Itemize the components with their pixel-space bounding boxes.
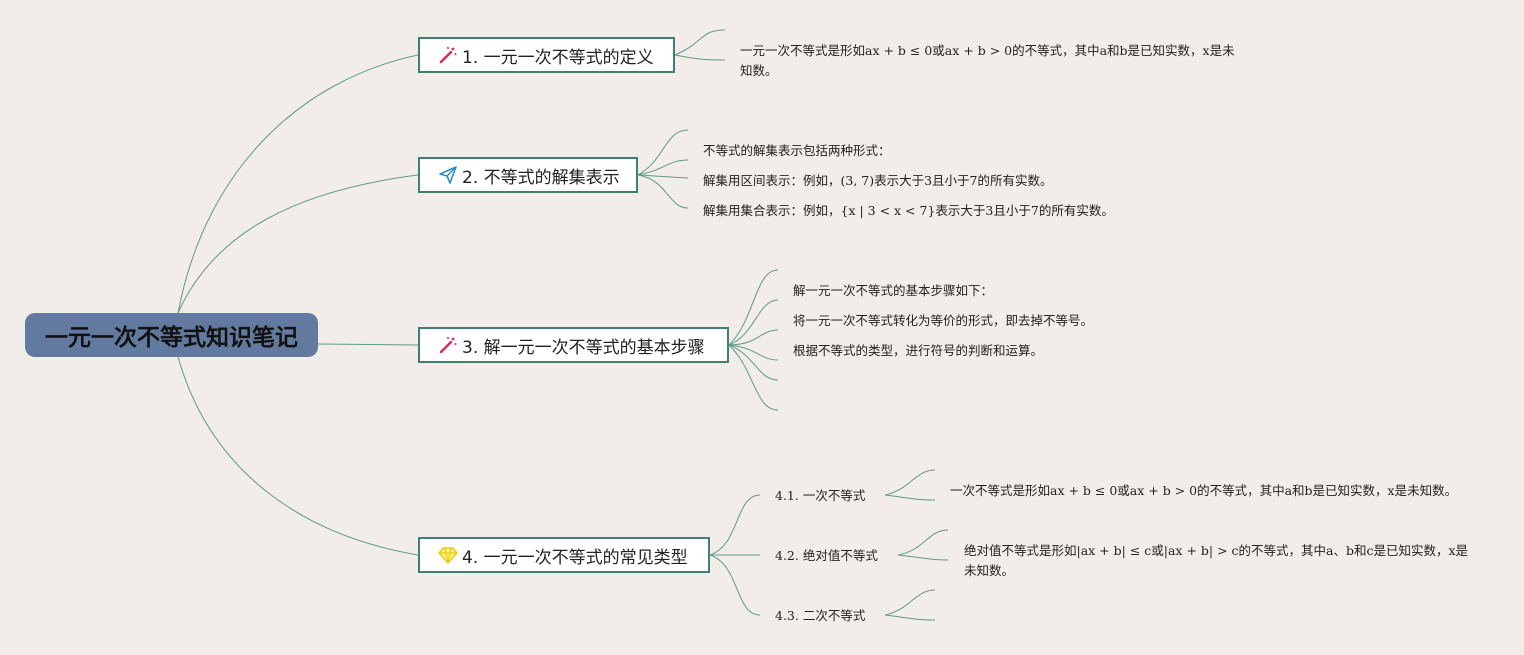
topic-label: 1. 一元一次不等式的定义 (462, 47, 654, 68)
note-text: 将一元一次不等式转化为等价的形式，即去掉不等号。 (793, 313, 1094, 328)
topic-node-4[interactable]: 4. 一元一次不等式的常见类型 (418, 537, 710, 573)
note-text: 解集用集合表示：例如，{x | 3 < x < 7}表示大于3且小于7的所有实数… (703, 203, 1114, 218)
topic-node-3[interactable]: 3. 解一元一次不等式的基本步骤 (418, 327, 729, 363)
diamond-icon (437, 544, 459, 566)
topic-node-2[interactable]: 2. 不等式的解集表示 (418, 157, 638, 193)
link-root-topic-2 (177, 174, 419, 314)
paper-plane-icon (437, 164, 459, 186)
root-title: 一元一次不等式知识笔记 (45, 325, 298, 351)
topic-label: 4. 一元一次不等式的常见类型 (462, 547, 688, 568)
subtopic-node-4-1[interactable]: 4.1. 一次不等式 (775, 488, 866, 503)
note-text: 根据不等式的类型，进行符号的判断和运算。 (793, 343, 1044, 358)
subtopic-node-4-3[interactable]: 4.3. 二次不等式 (775, 608, 866, 623)
link-topic-1-note-top (674, 29, 726, 56)
subtopic-node-4-2[interactable]: 4.2. 绝对值不等式 (775, 548, 878, 563)
link-root-topic-1 (177, 54, 419, 314)
note-text: 绝对值不等式是形如|ax + b| ≤ c或|ax + b| > c的不等式，其… (964, 543, 1469, 578)
note-text: 解集用区间表示：例如，(3, 7)表示大于3且小于7的所有实数。 (703, 173, 1053, 188)
topic-label: 2. 不等式的解集表示 (462, 167, 620, 188)
magic-wand-icon (437, 334, 459, 356)
link-root-topic-3 (317, 343, 419, 346)
magic-wand-icon (437, 44, 459, 66)
root-node[interactable]: 一元一次不等式知识笔记 (25, 313, 318, 357)
note-text: 解一元一次不等式的基本步骤如下： (793, 283, 994, 298)
note-text: 一次不等式是形如ax + b ≤ 0或ax + b > 0的不等式，其中a和b是… (950, 483, 1458, 498)
link-topic-1-note-bottom (674, 54, 726, 61)
link-root-topic-4 (177, 356, 419, 556)
note-text: 不等式的解集表示包括两种形式： (703, 143, 891, 158)
topic-label: 3. 解一元一次不等式的基本步骤 (462, 337, 705, 358)
note-text: 一元一次不等式是形如ax + b ≤ 0或ax + b > 0的不等式，其中a和… (740, 43, 1235, 78)
topic-node-1[interactable]: 1. 一元一次不等式的定义 (418, 37, 675, 73)
